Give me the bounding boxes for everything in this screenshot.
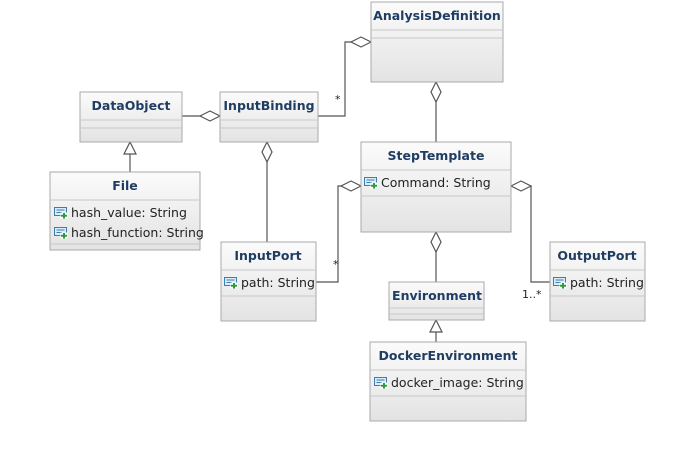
class-analysis-definition[interactable]: AnalysisDefinition [370,1,504,83]
class-name: OutputPort [557,248,636,263]
attribute: hash_function: String [71,225,204,240]
class-docker-environment[interactable]: DockerEnvironment docker_image: String [369,341,527,422]
class-name: Environment [392,288,482,303]
class-name: StepTemplate [388,148,485,163]
class-name: AnalysisDefinition [373,8,501,23]
attribute: docker_image: String [391,375,524,390]
multiplicity-outputport-step: 1..* [522,288,542,301]
aggregation-diamond-step-outputport [509,180,533,192]
generalization-triangle-environment [429,318,443,333]
attribute: hash_value: String [71,205,187,220]
class-input-port[interactable]: InputPort path: String [220,241,317,322]
class-input-binding[interactable]: InputBinding [219,91,319,143]
class-file[interactable]: File hash_value: String hash_function: S… [49,171,204,251]
aggregation-diamond-analysis-step [430,80,442,104]
aggregation-diamond-binding-dataobject [198,110,222,122]
class-step-template[interactable]: StepTemplate Command: String [360,141,512,233]
attribute: Command: String [381,175,491,190]
aggregation-diamond-analysis-binding [349,36,373,48]
aggregation-diamond-step-inputport [339,180,363,192]
aggregation-diamond-binding-port [261,140,273,164]
class-name: File [112,178,138,193]
assoc-binding-analysis-line [318,41,371,117]
class-name: InputBinding [223,98,314,113]
class-environment[interactable]: Environment [388,281,485,321]
class-name: DataObject [92,98,171,113]
attribute: path: String [570,275,644,290]
aggregation-diamond-step-environment [430,230,442,254]
attribute: path: String [241,275,315,290]
class-data-object[interactable]: DataObject [79,91,183,143]
class-output-port[interactable]: OutputPort path: String [549,241,646,322]
generalization-triangle-dataobject [123,140,137,155]
class-name: DockerEnvironment [379,348,518,363]
assoc-inputport-step-line [316,185,361,283]
assoc-outputport-step-line [511,185,550,283]
multiplicity-binding-analysis: * [335,93,341,106]
class-name: InputPort [234,248,301,263]
multiplicity-inputport-step: * [333,258,339,271]
